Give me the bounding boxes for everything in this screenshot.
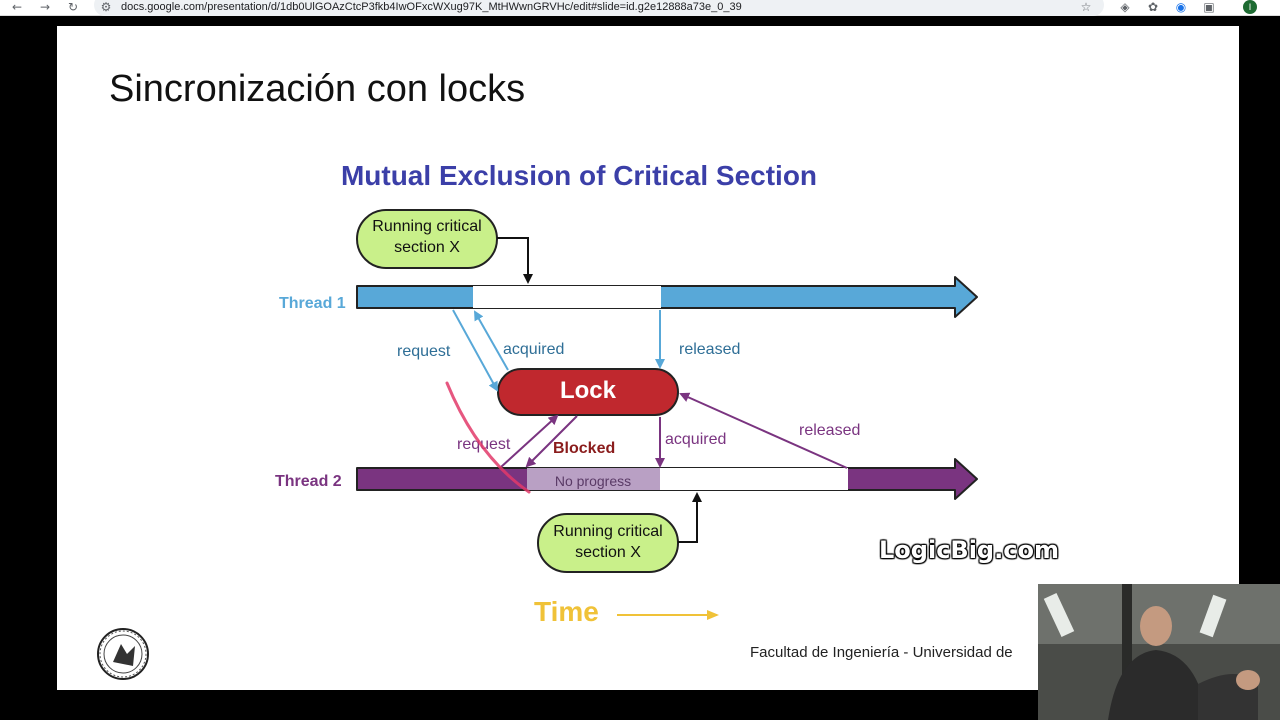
t1-request-arrow [452, 309, 498, 392]
slide-footer: Facultad de Ingeniería - Universidad de [750, 644, 1013, 661]
t1-released-label: released [679, 341, 740, 358]
diagram-title: Mutual Exclusion of Critical Section [341, 160, 817, 191]
extensions-puzzle-icon[interactable]: ▣ [1203, 0, 1215, 14]
t2-acquired-label: acquired [665, 431, 726, 448]
webcam-video [1038, 584, 1280, 720]
forward-icon[interactable]: → [39, 0, 51, 14]
address-bar[interactable] [94, 0, 1104, 16]
critical-section-2-line2: section X [575, 544, 641, 561]
slide-canvas: Sincronización con locks Mutual Exclusio… [57, 26, 1239, 690]
critical-section-2-line1: Running critical [553, 523, 662, 540]
webcam-scene [1038, 584, 1280, 720]
t2-released-label: released [799, 422, 860, 439]
slide-title: Sincronización con locks [109, 68, 526, 110]
thread-2-label: Thread 2 [275, 473, 342, 490]
t1-request-label: request [397, 343, 451, 360]
bookmark-star-icon[interactable]: ☆ [1080, 0, 1092, 14]
t2-request-label: request [457, 436, 511, 453]
url-text[interactable]: docs.google.com/presentation/d/1db0UlGOA… [121, 1, 742, 13]
t1-acquired-label: acquired [503, 341, 564, 358]
lock-node [497, 368, 679, 416]
pen-annotation-stroke [445, 381, 531, 494]
critical-section-1-line2: section X [394, 239, 460, 256]
reload-icon[interactable]: ↻ [67, 0, 79, 14]
t2-request-arrow [500, 414, 559, 468]
critical-section-bubble-1 [356, 209, 533, 284]
time-label: Time [534, 596, 599, 627]
logicbig-watermark: LogicBig.com [879, 536, 1059, 564]
gear-extension-icon[interactable]: ✿ [1147, 0, 1159, 14]
browser-toolbar: ← → ↻ ⚙ docs.google.com/presentation/d/1… [0, 0, 1280, 16]
lock-label: Lock [560, 377, 617, 404]
no-progress-segment [527, 468, 660, 490]
shield-extension-icon[interactable]: ◈ [1120, 0, 1130, 14]
university-seal-logo [97, 628, 149, 680]
t2-released-arrow [679, 392, 848, 469]
no-progress-label: No progress [555, 473, 631, 489]
thread-1-label: Thread 1 [279, 295, 346, 312]
t2-blocked-arrow [525, 415, 578, 468]
critical-section-bubble-2 [537, 492, 702, 573]
thread-1-timeline [356, 276, 978, 318]
cast-icon[interactable]: ◉ [1175, 0, 1187, 14]
t1-acquired-arrow [474, 310, 509, 371]
critical-section-1-line1: Running critical [372, 218, 481, 235]
thread-2-timeline [356, 458, 978, 500]
t2-blocked-label: Blocked [553, 440, 615, 457]
mutual-exclusion-diagram: Mutual Exclusion of Critical Section Thr… [97, 160, 978, 680]
back-icon[interactable]: ← [11, 0, 23, 14]
site-info-icon[interactable]: ⚙ [100, 0, 112, 14]
profile-avatar[interactable]: I [1243, 0, 1257, 14]
